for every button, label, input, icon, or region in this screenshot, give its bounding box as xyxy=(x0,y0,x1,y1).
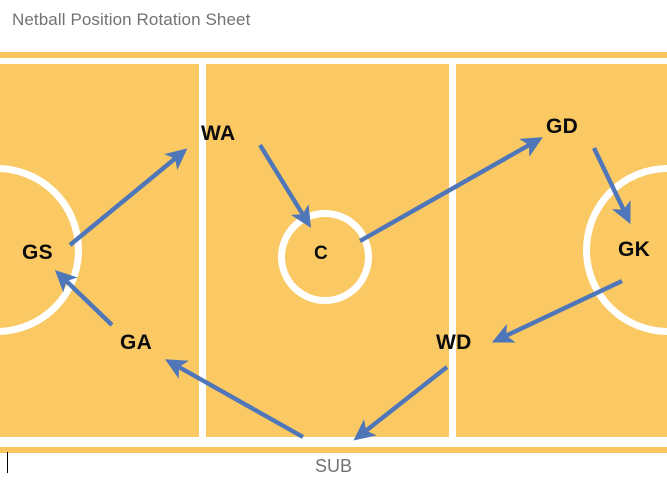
position-label-wd: WD xyxy=(436,331,472,354)
court-rail-top xyxy=(0,52,667,58)
position-label-gk: GK xyxy=(618,238,651,261)
position-label-wa: WA xyxy=(201,122,236,145)
bench-label-sub: SUB xyxy=(314,456,352,476)
page-title: Netball Position Rotation Sheet xyxy=(12,10,251,29)
centre-circle xyxy=(278,210,372,304)
position-label-ga: GA xyxy=(120,331,153,354)
netball-court xyxy=(0,60,667,441)
position-label-c: C xyxy=(314,243,329,264)
position-label-gs: GS xyxy=(22,241,53,264)
text-caret xyxy=(7,452,8,473)
court-rail-bottom xyxy=(0,447,667,453)
position-label-gd: GD xyxy=(546,115,579,138)
